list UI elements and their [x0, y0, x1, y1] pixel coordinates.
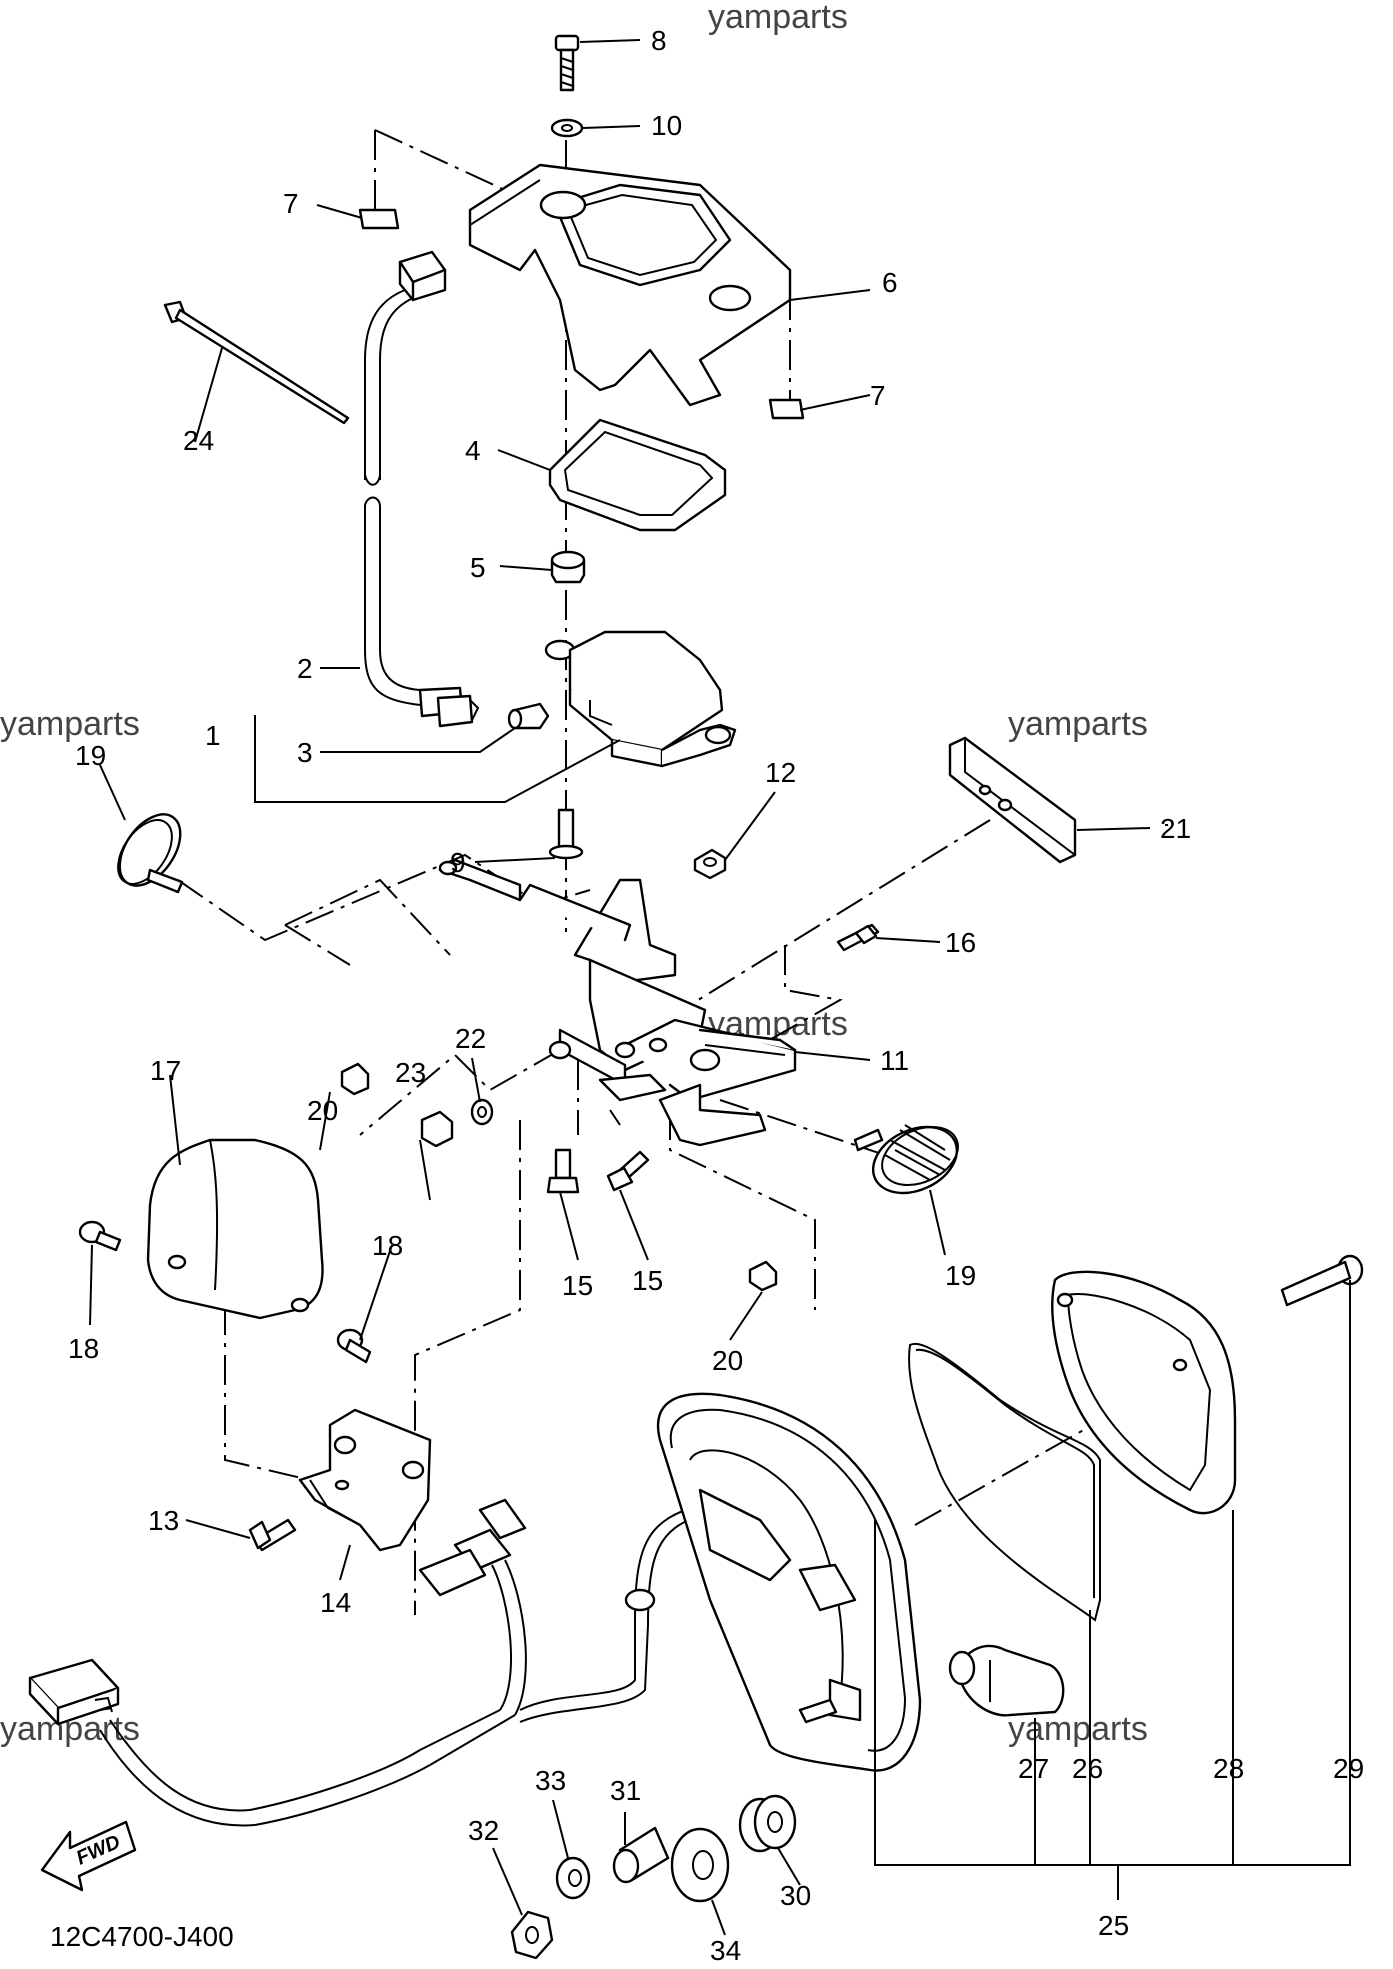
bulb-27: [948, 1644, 1065, 1717]
watermark: yamparts: [0, 1710, 140, 1748]
bolt-16: [836, 923, 880, 952]
screw-29: [1280, 1254, 1364, 1307]
fwd-arrow-icon: FWD: [40, 1820, 137, 1892]
reflector-21: [948, 736, 1077, 864]
meter-cover-6: [468, 163, 792, 407]
callout-14: 14: [320, 1587, 351, 1618]
nut-20: [340, 1062, 370, 1096]
callout-6: 6: [882, 267, 898, 298]
collar-31: [612, 1826, 670, 1884]
callout-15: 15: [562, 1270, 593, 1301]
wire-harness-2: [364, 250, 480, 728]
callout-15: 15: [632, 1265, 663, 1296]
callout-19: 19: [945, 1260, 976, 1291]
callout-7: 7: [870, 380, 886, 411]
washer-22: [470, 1098, 494, 1126]
callout-25: 25: [1098, 1910, 1129, 1941]
reflector-19: [853, 1124, 959, 1195]
callout-8: 8: [651, 25, 667, 56]
callout-20: 20: [712, 1345, 743, 1376]
callout-33: 33: [535, 1765, 566, 1796]
callout-4: 4: [465, 435, 481, 466]
screw-18: [78, 1220, 122, 1252]
callout-12: 12: [765, 757, 796, 788]
callout-5: 5: [470, 552, 486, 583]
callout-22: 22: [455, 1023, 486, 1054]
nut-12: [693, 848, 727, 880]
callout-18: 18: [68, 1333, 99, 1364]
pad-7: [768, 398, 805, 420]
callout-21: 21: [1160, 813, 1191, 844]
callout-26: 26: [1072, 1753, 1103, 1784]
tail-harness: [28, 1498, 701, 1827]
callout-16: 16: [945, 927, 976, 958]
nut-20: [748, 1260, 778, 1292]
washer-10: [550, 118, 584, 138]
watermark: yamparts: [708, 0, 848, 36]
callout-9: 9: [450, 847, 466, 878]
callout-2: 2: [297, 653, 313, 684]
callout-27: 27: [1018, 1753, 1049, 1784]
watermark: yamparts: [1008, 1710, 1148, 1748]
nut-32: [510, 1910, 554, 1960]
bolt-15: [546, 1148, 580, 1194]
diagram-code: 12C4700-J400: [50, 1921, 234, 1952]
cable-tie-24: [163, 300, 350, 425]
gasket-4: [548, 418, 727, 532]
reflector-19: [117, 813, 184, 894]
callout-numbers: 8 10 7 6 7 24 4 5 1 2 3 19 12 21 9 16 11…: [68, 25, 1364, 1966]
callout-24: 24: [183, 425, 214, 456]
callout-18: 18: [372, 1230, 403, 1261]
washer-33: [555, 1856, 591, 1900]
callout-30: 30: [780, 1880, 811, 1911]
callout-28: 28: [1213, 1753, 1244, 1784]
grommet-5: [550, 550, 586, 584]
bolt-15: [606, 1150, 650, 1192]
callout-19: 19: [75, 740, 106, 771]
callout-31: 31: [610, 1775, 641, 1806]
callout-34: 34: [710, 1935, 741, 1966]
lens-28: [1051, 1270, 1237, 1515]
callout-1: 1: [205, 720, 221, 751]
bolt-8: [554, 34, 580, 92]
gasket-26: [908, 1342, 1101, 1622]
callout-20: 20: [307, 1095, 338, 1126]
callout-17: 17: [150, 1055, 181, 1086]
pad-7: [358, 208, 400, 230]
assembly-lines: [177, 129, 1191, 1615]
bracket-14: [298, 1408, 432, 1552]
license-light-17: [146, 1138, 324, 1320]
bolt-13: [248, 1518, 297, 1552]
leader-lines: [89, 39, 1351, 1936]
screw-9: [548, 808, 584, 860]
bracket-11: [438, 858, 797, 1147]
callout-7: 7: [283, 188, 299, 219]
watermark: yamparts: [0, 705, 140, 743]
callout-3: 3: [297, 737, 313, 768]
bulb-3: [507, 702, 550, 730]
washer-34: [670, 1827, 730, 1903]
callout-10: 10: [651, 110, 682, 141]
callout-23: 23: [395, 1057, 426, 1088]
meter-assembly-1: [544, 630, 737, 768]
callout-32: 32: [468, 1815, 499, 1846]
watermark: yamparts: [1008, 705, 1148, 743]
tail-light-25: [657, 1392, 922, 1772]
screw-18: [336, 1328, 372, 1364]
callout-29: 29: [1333, 1753, 1364, 1784]
callout-11: 11: [880, 1045, 909, 1076]
grommet-30: [738, 1794, 797, 1853]
callout-13: 13: [148, 1505, 179, 1536]
nut-23: [420, 1110, 454, 1148]
